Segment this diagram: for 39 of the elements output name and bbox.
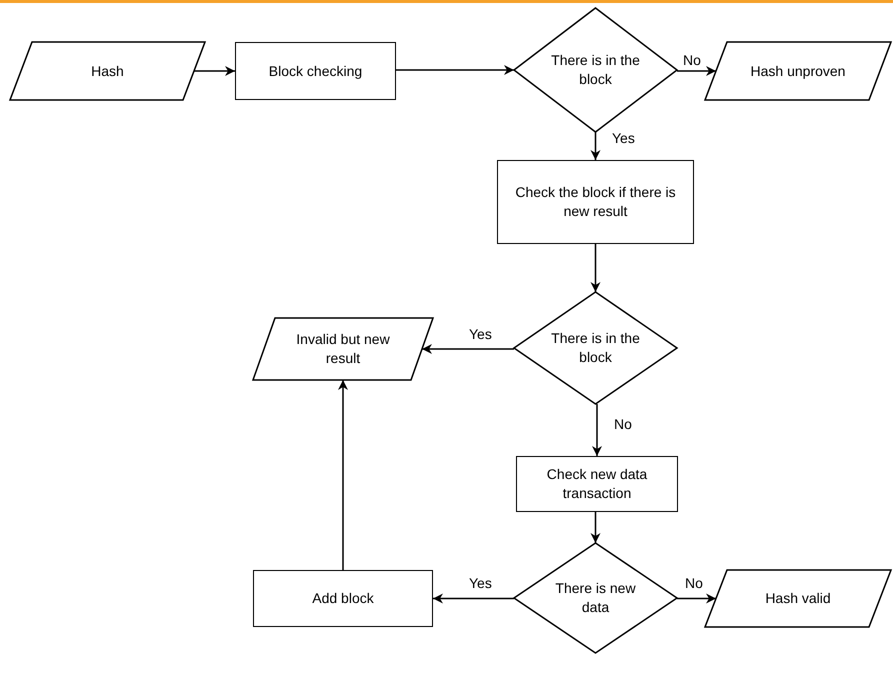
node-label: Hash unproven — [750, 62, 846, 80]
arrow — [590, 512, 600, 543]
process-box — [253, 570, 433, 627]
edge-label: Yes — [611, 130, 636, 146]
node-label: Add block — [312, 589, 374, 608]
edge-label: No — [682, 52, 702, 68]
decision-diamond — [514, 8, 677, 132]
edge-label: Yes — [468, 575, 493, 591]
arrow — [338, 380, 348, 570]
arrow — [433, 594, 514, 604]
input-output-parallelogram — [705, 570, 891, 627]
arrow — [396, 65, 514, 75]
node-label: Block checking — [268, 62, 362, 80]
arrow — [590, 244, 600, 292]
node-label: Check the block if there is new result — [514, 183, 677, 221]
process-box — [497, 160, 694, 244]
arrow — [590, 132, 600, 160]
arrow — [592, 404, 602, 456]
process-box — [516, 456, 678, 512]
process-box — [235, 42, 396, 100]
node-label: Check new data transaction — [546, 465, 648, 503]
arrow — [194, 66, 235, 76]
decision-diamond — [514, 543, 677, 653]
input-output-parallelogram — [705, 42, 891, 100]
node-label: Hash — [91, 62, 124, 80]
input-output-parallelogram — [253, 318, 433, 380]
decision-diamond — [514, 292, 677, 404]
arrow — [422, 344, 514, 354]
arrow — [677, 66, 716, 76]
edge-label: No — [684, 575, 704, 591]
node-label: There is new data — [554, 579, 637, 617]
arrow — [677, 594, 716, 604]
edge-label: No — [613, 416, 633, 432]
node-label: There is in the block — [550, 329, 641, 367]
node-label: Invalid but new result — [295, 330, 391, 368]
node-label: Hash valid — [765, 589, 831, 608]
node-label: There is in the block — [550, 51, 641, 89]
edge-label: Yes — [468, 326, 493, 342]
input-output-parallelogram — [10, 42, 205, 100]
